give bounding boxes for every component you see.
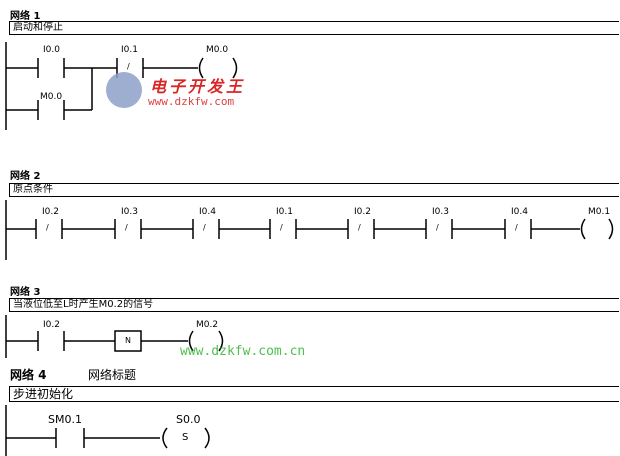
n2-contact-label: I0.3: [121, 207, 138, 217]
network-4-subtitle[interactable]: 网络标题: [88, 368, 137, 382]
network-4-comment[interactable]: 步进初始化: [9, 386, 619, 402]
n3-coil-label: M0.2: [196, 320, 219, 330]
network-1-title: 网络 1: [10, 11, 41, 22]
w-circle-logo-icon: [106, 72, 142, 108]
n2-contact-mark: /: [358, 223, 361, 232]
n2-contact-mark: /: [280, 223, 283, 232]
n4-coil-mark: S: [182, 432, 189, 443]
n2-coil-label: M0.1: [588, 207, 611, 217]
n1-contact-label: I0.1: [121, 45, 138, 55]
n1-contact-label: M0.0: [40, 92, 63, 102]
n3-edge-mark: N: [125, 336, 131, 345]
n2-contact-mark: /: [125, 223, 128, 232]
n2-contact-mark: /: [46, 223, 49, 232]
n4-contact-label: SM0.1: [48, 413, 82, 426]
n2-contact-label: I0.2: [354, 207, 371, 217]
n3-contact-label: I0.2: [43, 320, 60, 330]
watermark-url-bottom: www.dzkfw.com.cn: [180, 344, 306, 359]
n2-contact-label: I0.4: [511, 207, 528, 217]
n2-contact-mark: /: [203, 223, 206, 232]
n2-contact-label: I0.2: [42, 207, 59, 217]
n1-coil-label: M0.0: [206, 45, 229, 55]
network-1-rung: [6, 57, 238, 120]
n1-contact-label: I0.0: [43, 45, 60, 55]
network-4-rung: [6, 427, 210, 449]
network-3-comment[interactable]: 当液位低至L时产生M0.2的信号: [9, 298, 619, 312]
n2-contact-mark: /: [436, 223, 439, 232]
network-4-title: 网络 4: [10, 368, 47, 382]
n2-contact-label: I0.4: [199, 207, 216, 217]
n1-contact-mark: /: [127, 62, 130, 71]
network-3-title: 网络 3: [10, 287, 41, 298]
network-2-rung: [6, 218, 614, 240]
watermark-brand: 电子开发王: [150, 77, 246, 96]
network-2-comment[interactable]: 原点条件: [9, 183, 619, 197]
network-3-rung: [6, 330, 224, 352]
n4-coil-label: S0.0: [176, 413, 201, 426]
n2-contact-label: I0.1: [276, 207, 293, 217]
network-1-comment[interactable]: 启动和停止: [9, 21, 619, 35]
n2-contact-mark: /: [515, 223, 518, 232]
watermark-url-top: www.dzkfw.com: [148, 95, 235, 108]
network-2-title: 网络 2: [10, 171, 41, 182]
n2-contact-label: I0.3: [432, 207, 449, 217]
